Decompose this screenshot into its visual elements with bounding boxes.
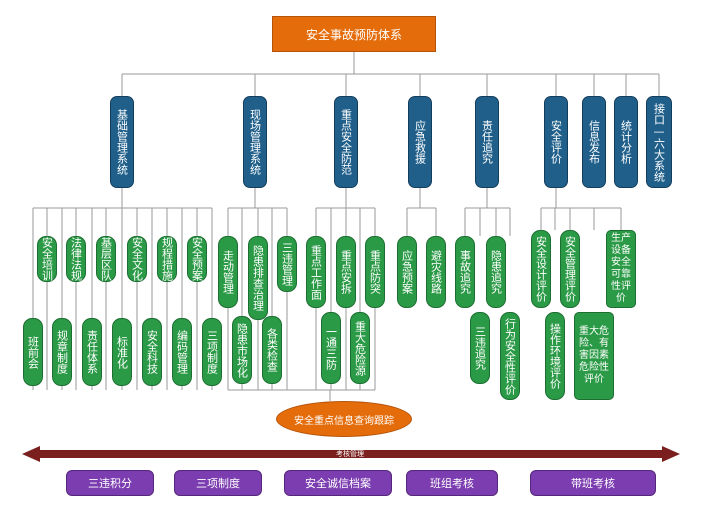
category-emergency: 应急救援 (408, 96, 432, 188)
arrow-label: 考核管理 (336, 450, 364, 458)
leaf-major-hazard-source: 重大危险源 (350, 312, 370, 384)
leaf-violation-accountability: 三违追究 (470, 312, 490, 384)
category-accountability: 责任追究 (475, 96, 499, 188)
category-site-mgmt: 现场管理系统 (243, 96, 267, 188)
leaf-major-hazard-eval: 重大危险、有害因素危险性评价 (574, 312, 614, 400)
leaf-coding-mgmt: 编码管理 (172, 318, 192, 386)
assessment-arrow (22, 446, 680, 462)
bottom-integrity-archive: 安全诚信档案 (284, 470, 392, 496)
leaf-key-outburst: 重点防突 (365, 236, 385, 308)
bottom-team-assessment: 班组考核 (406, 470, 498, 496)
category-key-safety: 重点安全防范 (334, 96, 358, 188)
leaf-procedures: 规程措施 (157, 236, 177, 282)
leaf-key-dismantle: 重点安拆 (336, 236, 356, 308)
leaf-inspections: 各类检查 (262, 316, 282, 384)
leaf-hazard-market: 隐患市场化 (232, 316, 252, 384)
leaf-three-systems: 三项制度 (202, 318, 222, 386)
leaf-ventilation: 一通三防 (321, 312, 341, 384)
leaf-safety-design-eval: 安全设计评价 (531, 230, 551, 308)
leaf-emergency-plan: 应急预案 (397, 236, 417, 308)
leaf-environment-eval: 操作环境评价 (545, 312, 565, 400)
leaf-three-violations-mgmt: 三违管理 (277, 236, 297, 292)
tracking-node: 安全重点信息查询跟踪 (276, 401, 412, 437)
leaf-hazard-accountability: 隐患追究 (486, 236, 506, 308)
bottom-three-systems: 三项制度 (174, 470, 262, 496)
leaf-safety-plan: 安全预案 (187, 236, 207, 282)
leaf-walk-mgmt: 走动管理 (218, 236, 238, 308)
leaf-laws: 法律法规 (66, 236, 86, 282)
leaf-grassroots-team: 基层区队 (96, 236, 116, 282)
category-evaluation: 安全评价 (544, 96, 568, 188)
leaf-hazard-investigation: 隐患排查治理 (248, 236, 268, 320)
leaf-standardization: 标准化 (112, 318, 132, 386)
root-node: 安全事故预防体系 (272, 16, 436, 52)
leaf-responsibility-system: 责任体系 (82, 318, 102, 386)
leaf-safety-culture: 安全文化 (127, 236, 147, 282)
leaf-behavior-safety-eval: 行为安全性评价 (500, 312, 520, 400)
leaf-safety-tech: 安全科技 (142, 318, 162, 386)
category-base-mgmt: 基础管理系统 (110, 96, 134, 188)
leaf-equipment-reliability-eval: 生产设备安全可靠性评价 (606, 230, 636, 308)
category-info-publish: 信息发布 (582, 96, 606, 188)
leaf-key-workface: 重点工作面 (306, 236, 326, 308)
bottom-violation-points: 三违积分 (66, 470, 154, 496)
leaf-safety-training: 安全培训 (37, 236, 57, 282)
leaf-safety-mgmt-eval: 安全管理评价 (560, 230, 580, 308)
leaf-escape-route: 避灾线路 (426, 236, 446, 308)
leaf-pre-shift-meeting: 班前会 (23, 318, 43, 386)
leaf-accident-accountability: 事故追究 (455, 236, 475, 308)
bottom-shift-leader-assessment: 带班考核 (530, 470, 656, 496)
leaf-rules: 规章制度 (52, 318, 72, 386)
category-interface: 接口—六大系统 (646, 96, 672, 188)
category-statistics: 统计分析 (614, 96, 638, 188)
